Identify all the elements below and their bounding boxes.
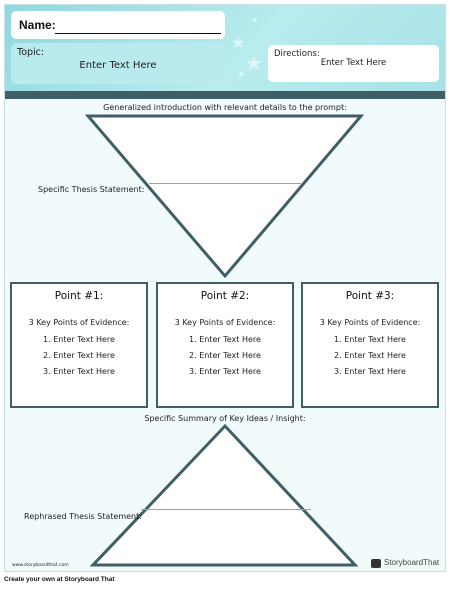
point-subtitle: 3 Key Points of Evidence: [319,318,421,327]
star-decoration-icon: ★ [237,70,246,80]
introduction-prompt: Generalized introduction with relevant d… [103,103,347,112]
name-write-line[interactable] [55,33,221,34]
point-box-2[interactable]: Point #2: 3 Key Points of Evidence: 1. E… [156,282,294,408]
topic-value[interactable]: Enter Text Here [79,60,157,71]
point-box-3[interactable]: Point #3: 3 Key Points of Evidence: 1. E… [301,282,439,408]
evidence-item[interactable]: 2. Enter Text Here [43,351,115,360]
evidence-item[interactable]: 1. Enter Text Here [43,335,115,344]
topic-label: Topic: [17,47,45,58]
directions-label: Directions: [274,49,320,59]
point-title: Point #1: [54,290,104,302]
header-divider-bar [5,91,445,99]
name-field[interactable]: Name: [11,11,225,39]
logo-text: StoryboardThat [384,558,440,567]
inverted-triangle-shape [84,114,365,279]
evidence-item[interactable]: 2. Enter Text Here [334,351,406,360]
worksheet-page: ★ ★ ★ ★ Name: Topic: Enter Text Here Dir… [4,4,446,572]
point-subtitle: 3 Key Points of Evidence: [28,318,130,327]
star-decoration-icon: ★ [245,51,263,75]
site-url[interactable]: www.storyboardthat.com [12,563,69,568]
topic-field[interactable]: Topic: Enter Text Here [11,43,225,84]
thesis-write-line[interactable] [149,183,301,184]
point-title: Point #2: [200,290,250,302]
evidence-item[interactable]: 1. Enter Text Here [334,335,406,344]
star-decoration-icon: ★ [231,33,246,52]
evidence-item[interactable]: 3. Enter Text Here [43,367,115,376]
point-subtitle: 3 Key Points of Evidence: [174,318,276,327]
storyboard-that-logo-icon [371,559,381,568]
evidence-item[interactable]: 1. Enter Text Here [189,335,261,344]
name-label: Name: [19,18,56,32]
upright-triangle-shape [89,423,359,567]
header-banner: ★ ★ ★ ★ Name: Topic: Enter Text Here Dir… [5,5,445,91]
thesis-label: Specific Thesis Statement: [38,185,145,194]
evidence-item[interactable]: 3. Enter Text Here [189,367,261,376]
introduction-funnel [84,114,365,567]
evidence-item[interactable]: 2. Enter Text Here [189,351,261,360]
rephrased-thesis-write-line[interactable] [141,509,311,510]
rephrased-thesis-label: Rephrased Thesis Statement: [24,512,142,521]
evidence-item[interactable]: 3. Enter Text Here [334,367,406,376]
footer-credit[interactable]: Create your own at Storyboard That [4,576,115,583]
star-decoration-icon: ★ [251,16,259,25]
directions-field[interactable]: Directions: Enter Text Here [268,45,439,82]
conclusion-prompt: Specific Summary of Key Ideas / Insight: [144,414,306,423]
point-title: Point #3: [345,290,395,302]
point-box-1[interactable]: Point #1: 3 Key Points of Evidence: 1. E… [10,282,148,408]
directions-value[interactable]: Enter Text Here [320,58,387,68]
